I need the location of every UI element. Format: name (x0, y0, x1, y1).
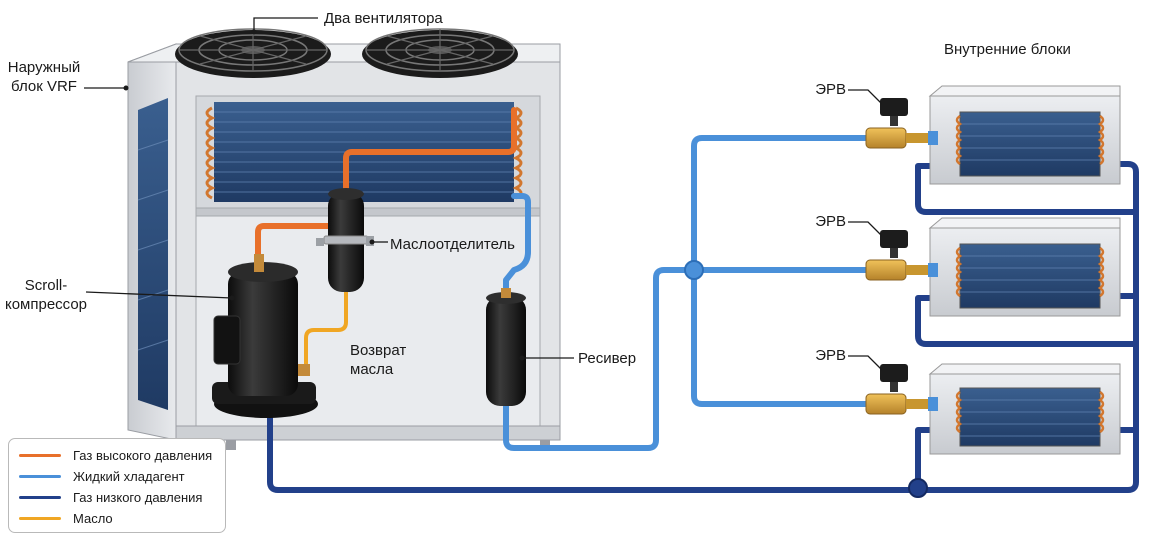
fan-left (175, 28, 331, 78)
low-pressure-gas-pipes (267, 161, 1139, 493)
oil-return-pipe (304, 288, 348, 374)
legend-swatch-oil (19, 517, 61, 520)
outdoor-unit-side-coil (138, 98, 168, 410)
liquid-junction-node (684, 260, 704, 280)
label-outdoor-unit-line1: Наружный (7, 59, 81, 76)
receiver (486, 288, 526, 406)
label-erv-1: ЭРВ (815, 81, 846, 98)
label-oil-separator: Маслоотделитель (390, 236, 515, 253)
label-receiver: Ресивер (578, 350, 637, 367)
legend-swatch-high-pressure-gas (19, 454, 61, 457)
legend-item-low-pressure-gas: Газ низкого давления (19, 487, 225, 508)
label-oil-return: Возврат масла (350, 341, 406, 379)
gas-junction-node (908, 478, 928, 498)
legend-item-high-pressure-gas: Газ высокого давления (19, 445, 225, 466)
label-two-fans: Два вентилятора (324, 10, 443, 27)
label-scroll-compressor: Scroll- компрессор (4, 276, 88, 314)
legend-label: Жидкий хладагент (73, 469, 185, 484)
label-oil-return-line2: масла (350, 361, 394, 378)
callout-lines (84, 17, 883, 371)
indoor-unit-3 (928, 363, 1121, 455)
legend-item-liquid: Жидкий хладагент (19, 466, 225, 487)
legend-item-oil: Масло (19, 508, 225, 529)
label-compressor-line1: Scroll- (24, 277, 68, 294)
label-outdoor-unit-line2: блок VRF (11, 78, 77, 95)
expansion-valve-2 (865, 230, 938, 281)
label-erv-2: ЭРВ (815, 213, 846, 230)
expansion-valve-3 (865, 364, 938, 415)
label-outdoor-unit: Наружный блок VRF (4, 58, 84, 96)
label-compressor-line2: компрессор (4, 296, 88, 313)
high-pressure-gas-pipes (255, 107, 517, 265)
indoor-unit-2 (928, 217, 1121, 317)
expansion-valve-1 (865, 98, 938, 149)
label-erv-3: ЭРВ (815, 347, 846, 364)
liquid-pipes (503, 135, 869, 451)
legend-swatch-low-pressure-gas (19, 496, 61, 499)
scroll-compressor (212, 254, 318, 418)
legend: Газ высокого давления Жидкий хладагент Г… (8, 438, 226, 533)
label-indoor-units: Внутренние блоки (944, 41, 1071, 58)
indoor-unit-1 (928, 85, 1121, 185)
legend-label: Газ высокого давления (73, 448, 213, 463)
legend-swatch-liquid (19, 475, 61, 478)
legend-label: Масло (73, 511, 113, 526)
fan-right (362, 28, 518, 78)
legend-label: Газ низкого давления (73, 490, 203, 505)
label-oil-return-line1: Возврат (350, 342, 407, 359)
